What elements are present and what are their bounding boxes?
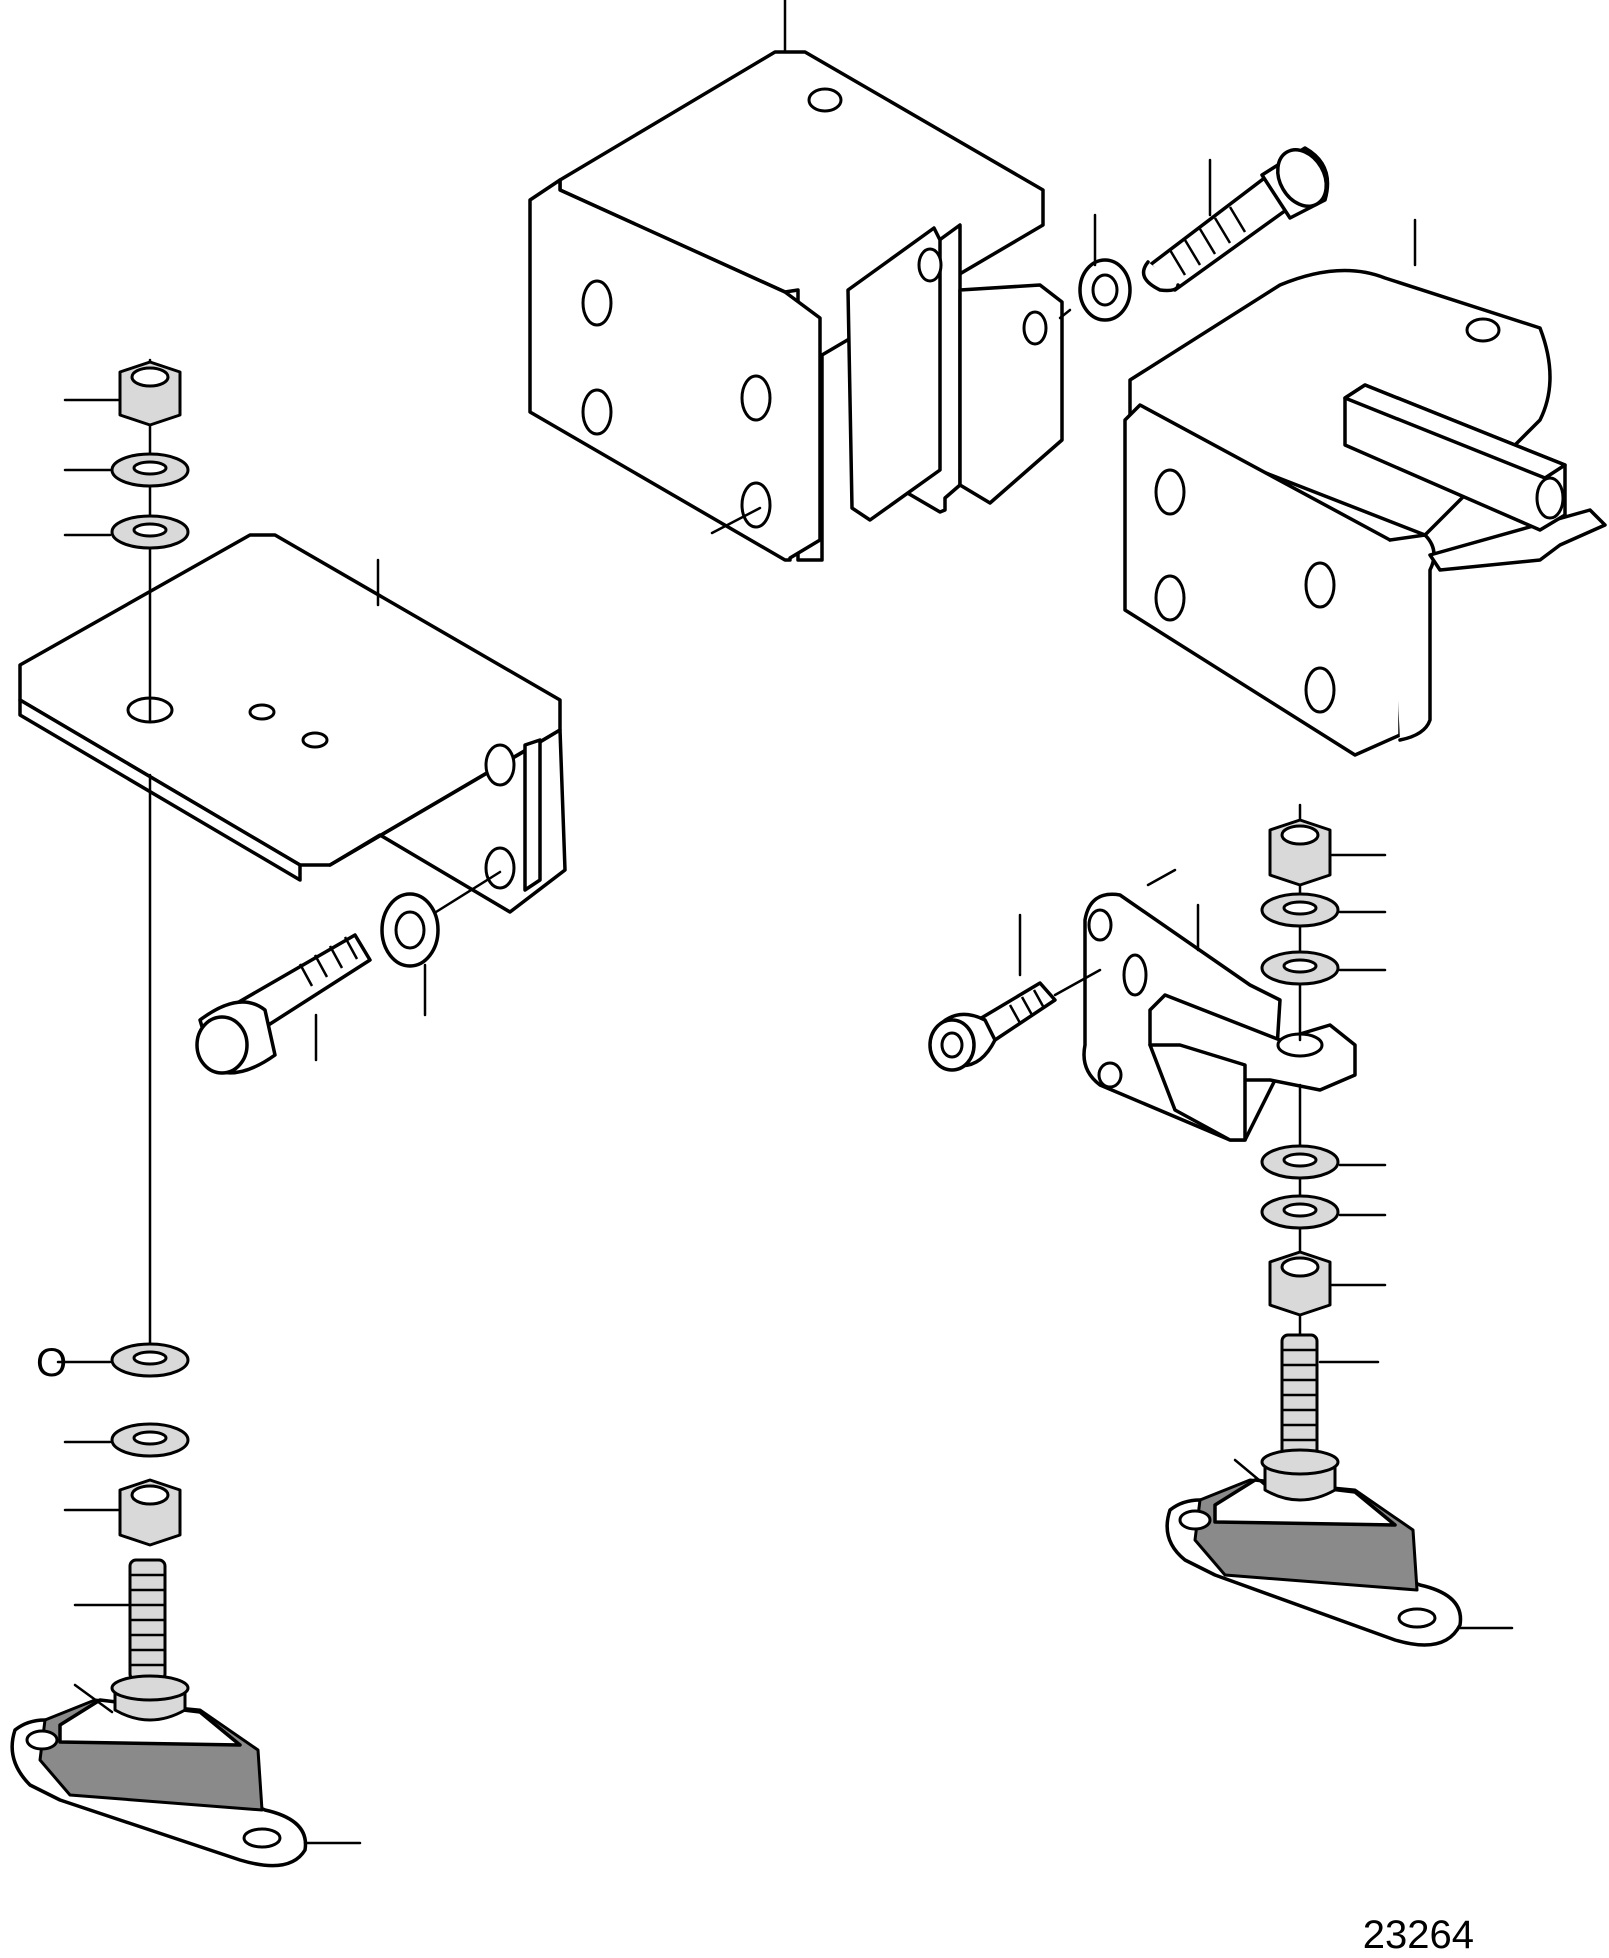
- leader-line: [1053, 968, 1102, 997]
- left-stack: [10, 358, 362, 1868]
- top-bolt-assembly: [1058, 146, 1330, 322]
- figure-reference-number: 23264: [1362, 1913, 1474, 1957]
- leader-line: [73, 1683, 114, 1714]
- left-bracket: [18, 533, 567, 914]
- leader-line: [1146, 868, 1177, 887]
- small-bracket-bolt: [928, 913, 1102, 1072]
- callout-label: O: [36, 1341, 68, 1385]
- center-bracket: [528, 0, 1064, 562]
- small-bracket: [1082, 868, 1357, 1142]
- leader-line: [1058, 308, 1072, 320]
- right-stack: [1165, 803, 1514, 1647]
- leader-line: [710, 506, 762, 535]
- leader-line: [434, 870, 502, 914]
- right-bracket: [1123, 218, 1607, 757]
- leader-line: [1233, 1458, 1267, 1487]
- left-side-bolt: [195, 870, 502, 1075]
